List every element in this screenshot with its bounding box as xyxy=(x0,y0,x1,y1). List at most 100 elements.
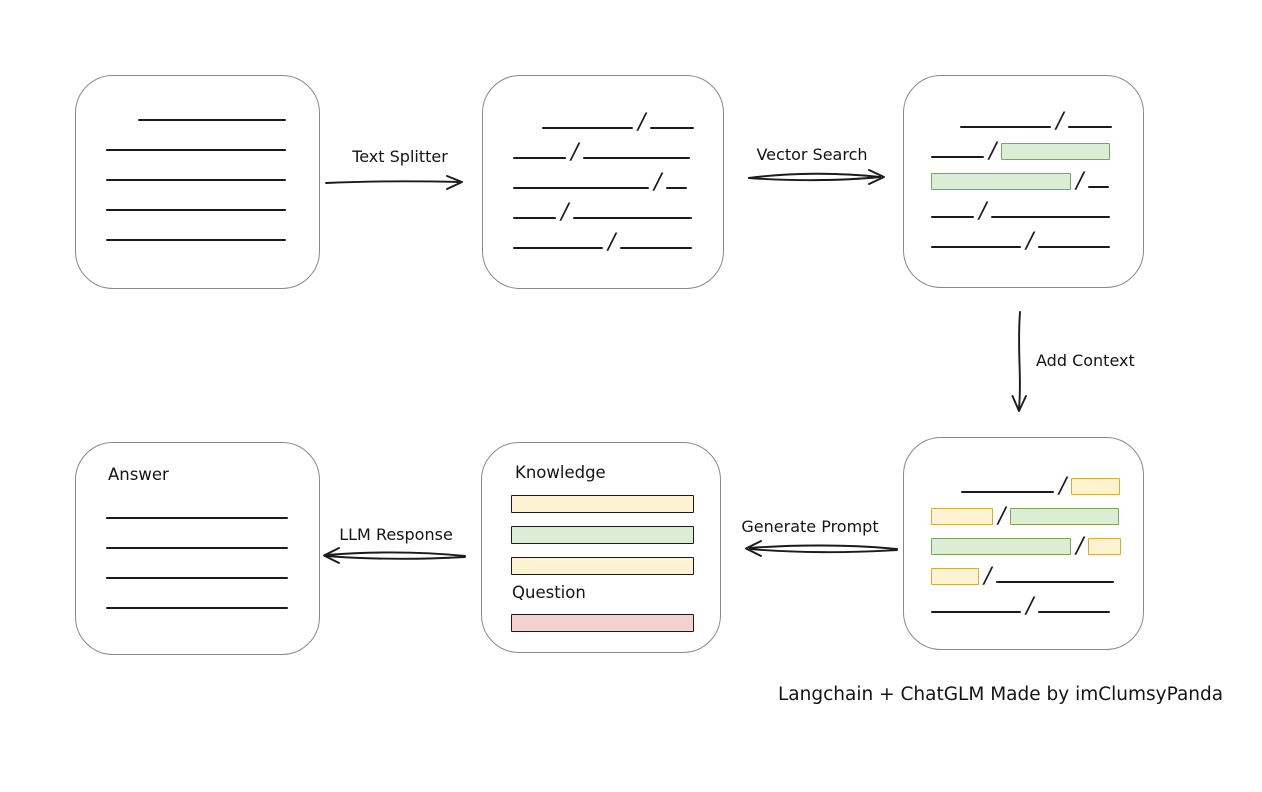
text-line xyxy=(513,157,566,159)
chunk-row xyxy=(106,91,286,121)
slash-separator: / xyxy=(561,200,569,225)
chunk-row: / xyxy=(931,188,1112,223)
text-line xyxy=(960,126,1051,128)
chunk-row: / xyxy=(931,523,1122,558)
retrieved-lines: ///// xyxy=(931,98,1113,253)
text-line xyxy=(542,127,633,129)
text-line xyxy=(513,247,603,249)
red-bar xyxy=(511,614,694,632)
chunk-row xyxy=(106,211,286,241)
slash-separator: / xyxy=(1056,109,1064,134)
text-line xyxy=(106,239,286,241)
chunk-row: / xyxy=(513,159,694,195)
retrieved-chunks-box: ///// xyxy=(903,75,1144,288)
text-line xyxy=(106,517,288,519)
chunk-row: / xyxy=(513,99,695,135)
green-bar xyxy=(511,526,694,544)
context-lines: ///// xyxy=(931,463,1122,619)
text-line xyxy=(996,581,1115,583)
text-line xyxy=(1068,126,1113,128)
green-highlight-chip xyxy=(931,173,1071,190)
yellow-highlight-chip xyxy=(1088,538,1122,555)
text-line xyxy=(106,179,286,181)
text-line xyxy=(106,149,286,151)
add-context-label: Add Context xyxy=(1036,351,1135,370)
text-splitter-label: Text Splitter xyxy=(352,147,448,166)
llm-response-arrow xyxy=(323,547,466,564)
text-line xyxy=(106,209,286,211)
source-document-box xyxy=(75,75,320,289)
text-line xyxy=(931,216,974,218)
green-highlight-chip xyxy=(1001,143,1111,160)
text-line xyxy=(1038,611,1111,613)
context-chunks-box: ///// xyxy=(903,437,1144,650)
green-highlight-chip xyxy=(1010,508,1120,525)
text-line xyxy=(1038,246,1111,248)
chunk-row: / xyxy=(931,128,1112,164)
add-context-arrow xyxy=(1011,311,1027,412)
credit-text: Langchain + ChatGLM Made by imClumsyPand… xyxy=(778,684,1224,705)
text-line xyxy=(961,491,1054,493)
yellow-highlight-chip xyxy=(931,508,993,525)
slash-separator: / xyxy=(984,564,992,589)
generate-prompt-label: Generate Prompt xyxy=(741,517,879,536)
yellow-highlight-chip xyxy=(1071,478,1121,495)
chunk-row: / xyxy=(931,493,1121,529)
chunk-row: / xyxy=(931,158,1112,194)
answer-lines xyxy=(106,489,288,609)
slash-separator: / xyxy=(638,110,646,135)
slash-separator: / xyxy=(608,230,616,255)
chunk-row: / xyxy=(931,553,1121,589)
document-lines xyxy=(106,91,286,241)
chunk-row xyxy=(106,489,288,519)
text-line xyxy=(513,217,556,219)
text-line xyxy=(583,157,691,159)
yellow-bar xyxy=(511,557,694,575)
slash-separator: / xyxy=(998,504,1006,529)
vector-search-label: Vector Search xyxy=(756,145,868,164)
text-line xyxy=(513,187,649,189)
question-label: Question xyxy=(512,583,586,602)
answer-box: Answer xyxy=(75,442,320,655)
text-line xyxy=(931,611,1021,613)
text-line xyxy=(573,217,693,219)
knowledge-label: Knowledge xyxy=(515,463,606,482)
text-chunks-box: / / / / / xyxy=(482,75,724,289)
chunk-row: / xyxy=(931,218,1112,253)
text-line xyxy=(106,577,288,579)
slash-separator: / xyxy=(654,170,662,195)
slash-separator: / xyxy=(1059,474,1067,499)
chunk-row: / xyxy=(931,98,1113,134)
answer-label: Answer xyxy=(108,465,169,484)
chunk-row xyxy=(106,151,286,181)
slash-separator: / xyxy=(571,140,579,165)
text-line xyxy=(1088,186,1110,188)
slash-separator: / xyxy=(1026,594,1034,619)
slash-separator: / xyxy=(1076,169,1084,194)
chunk-row: / xyxy=(513,219,694,255)
chunk-row: / xyxy=(513,189,694,225)
vector-search-arrow xyxy=(748,169,885,185)
chunk-row xyxy=(106,519,288,549)
slash-separator: / xyxy=(989,139,997,164)
text-line xyxy=(620,247,693,249)
chunk-row xyxy=(106,579,288,609)
text-line xyxy=(991,216,1111,218)
green-highlight-chip xyxy=(931,538,1071,555)
text-line xyxy=(931,156,984,158)
text-line xyxy=(931,246,1021,248)
question-bars xyxy=(511,614,694,645)
generate-prompt-arrow xyxy=(745,540,898,557)
text-splitter-arrow xyxy=(325,175,463,190)
text-line xyxy=(106,607,288,609)
chunk-row: / xyxy=(931,463,1121,499)
chunk-row: / xyxy=(513,129,694,165)
yellow-highlight-chip xyxy=(931,568,979,585)
text-line xyxy=(106,547,288,549)
prompt-box: Knowledge Question xyxy=(481,442,721,653)
yellow-bar xyxy=(511,495,694,513)
text-line xyxy=(138,119,286,121)
chunk-row xyxy=(106,121,286,151)
chunk-row: / xyxy=(931,583,1121,619)
